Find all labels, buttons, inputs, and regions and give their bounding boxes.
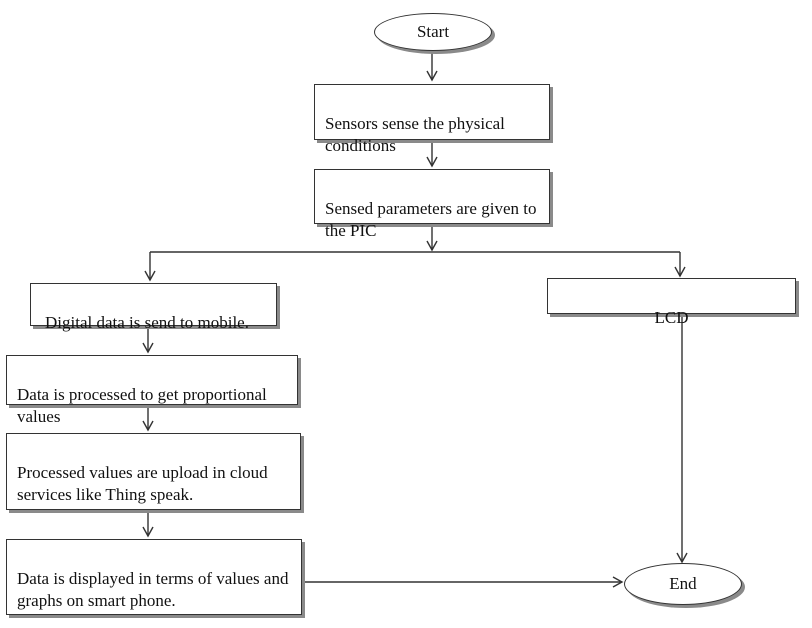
digital-node: Digital data is send to mobile. [30, 283, 277, 332]
sense-label: Sensors sense the physical conditions [325, 114, 505, 155]
process-label: Data is processed to get proportional va… [17, 385, 267, 426]
upload-label: Processed values are upload in cloud ser… [17, 463, 268, 504]
display-label: Data is displayed in terms of values and… [17, 569, 289, 610]
sense-node: Sensors sense the physical conditions [314, 84, 550, 155]
upload-node: Processed values are upload in cloud ser… [6, 433, 301, 510]
display-node: Data is displayed in terms of values and… [6, 539, 302, 615]
end-node: End [624, 563, 742, 605]
lcd-label: LCD [654, 308, 689, 327]
params-node: Sensed parameters are given to the PIC [314, 169, 550, 240]
digital-label: Digital data is send to mobile. [45, 313, 249, 332]
end-label: End [669, 574, 697, 593]
params-label: Sensed parameters are given to the PIC [325, 199, 537, 240]
start-node: Start [374, 13, 492, 51]
lcd-node: LCD [547, 278, 796, 327]
process-node: Data is processed to get proportional va… [6, 355, 298, 426]
start-label: Start [416, 22, 450, 41]
